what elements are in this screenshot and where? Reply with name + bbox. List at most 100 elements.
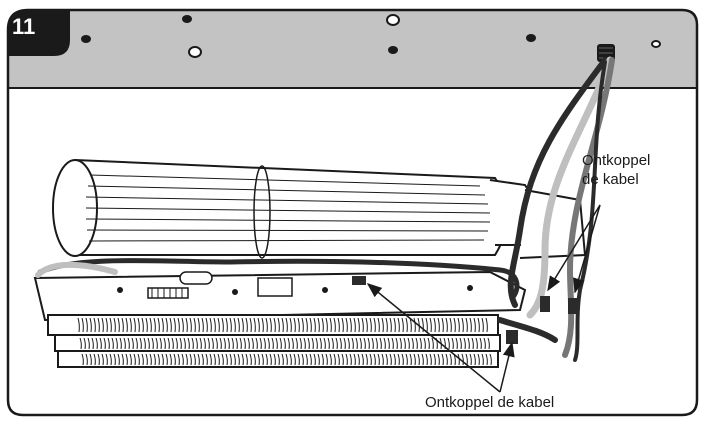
coil-turn — [157, 317, 160, 333]
coil-turn — [169, 353, 172, 366]
coil-turn — [117, 353, 120, 366]
coil-turn — [445, 317, 448, 333]
coil-turn — [281, 353, 284, 366]
coil-turn — [289, 317, 292, 333]
coil-turn — [369, 353, 372, 366]
coil-turn — [365, 353, 368, 366]
coil-turn — [403, 337, 406, 350]
coil-turn — [309, 353, 312, 366]
coil-turn — [273, 353, 276, 366]
coil-turn — [249, 353, 252, 366]
coil-turn — [373, 353, 376, 366]
coil-turn — [177, 317, 180, 333]
coil-turn — [293, 353, 296, 366]
coil-turn — [313, 353, 316, 366]
coil-turn — [173, 353, 176, 366]
coil-turn — [385, 353, 388, 366]
coil-turn — [165, 353, 168, 366]
coil-turn — [187, 337, 190, 350]
ceiling-panel — [8, 10, 697, 88]
coil-turn — [85, 317, 88, 333]
coil-turn — [117, 317, 120, 333]
coil-turn — [283, 337, 286, 350]
connector-pins — [151, 288, 183, 298]
coil-turn — [459, 337, 462, 350]
coil-turn — [357, 317, 360, 333]
coil-turn — [285, 317, 288, 333]
coil-turn — [475, 337, 478, 350]
coil-turn — [89, 317, 92, 333]
coil-turn — [143, 337, 146, 350]
coil-turn — [153, 317, 156, 333]
coil-turn — [205, 317, 208, 333]
coil-turn — [161, 317, 164, 333]
coil-turn — [217, 317, 220, 333]
coil-turn — [465, 353, 468, 366]
coil-turn — [449, 317, 452, 333]
coil-turn — [387, 337, 390, 350]
coil-turn — [265, 353, 268, 366]
coil-turn — [121, 353, 124, 366]
coil-turn — [265, 317, 268, 333]
hole-filled — [526, 34, 536, 42]
coil-turn — [429, 317, 432, 333]
coil-turn — [469, 317, 472, 333]
coil-turn — [261, 353, 264, 366]
coil-turn — [257, 353, 260, 366]
coil-turn — [137, 317, 140, 333]
harness-wire — [37, 258, 520, 301]
coil-turn — [485, 353, 488, 366]
coil-turn — [255, 337, 258, 350]
coil-turn — [373, 317, 376, 333]
coil-turn — [361, 317, 364, 333]
coil-turn — [131, 337, 134, 350]
coil-turn — [331, 337, 334, 350]
coil-turn — [101, 317, 104, 333]
coil-turn — [301, 353, 304, 366]
coil-turn — [293, 317, 296, 333]
wire-connector — [540, 296, 550, 312]
coil-turn — [377, 353, 380, 366]
coil-turn — [191, 337, 194, 350]
coil-turn — [345, 353, 348, 366]
coil-turn — [105, 353, 108, 366]
coil-turn — [397, 317, 400, 333]
coil-turn — [393, 317, 396, 333]
coil-turn — [449, 353, 452, 366]
coil-turn — [81, 317, 84, 333]
coil-turn — [369, 317, 372, 333]
coil-turn — [391, 337, 394, 350]
coil-turn — [123, 337, 126, 350]
coil-turn — [165, 317, 168, 333]
coil-turn — [237, 353, 240, 366]
heating-elements — [47, 314, 501, 368]
coil-turn — [247, 337, 250, 350]
coil-turn — [421, 317, 424, 333]
coil-turn — [261, 317, 264, 333]
coil-turn — [353, 353, 356, 366]
screw — [232, 289, 238, 295]
coil-turn — [113, 353, 116, 366]
coil-turn — [365, 317, 368, 333]
coil-turn — [251, 337, 254, 350]
heater-coil — [81, 353, 492, 366]
coil-turn — [313, 317, 316, 333]
coil-turn — [473, 317, 476, 333]
coil-turn — [193, 353, 196, 366]
coil-turn — [423, 337, 426, 350]
thermostat-switch — [257, 277, 293, 297]
coil-turn — [291, 337, 294, 350]
coil-turn — [425, 317, 428, 333]
coil-turn — [253, 317, 256, 333]
coil-turn — [325, 317, 328, 333]
coil-turn — [275, 337, 278, 350]
coil-turn — [427, 337, 430, 350]
coil-turn — [243, 337, 246, 350]
coil-turn — [487, 337, 490, 350]
coil-turn — [477, 317, 480, 333]
coil-turn — [127, 337, 130, 350]
coil-turn — [345, 317, 348, 333]
coil-turn — [421, 353, 424, 366]
cable-light — [526, 56, 614, 319]
coil-turn — [135, 337, 138, 350]
